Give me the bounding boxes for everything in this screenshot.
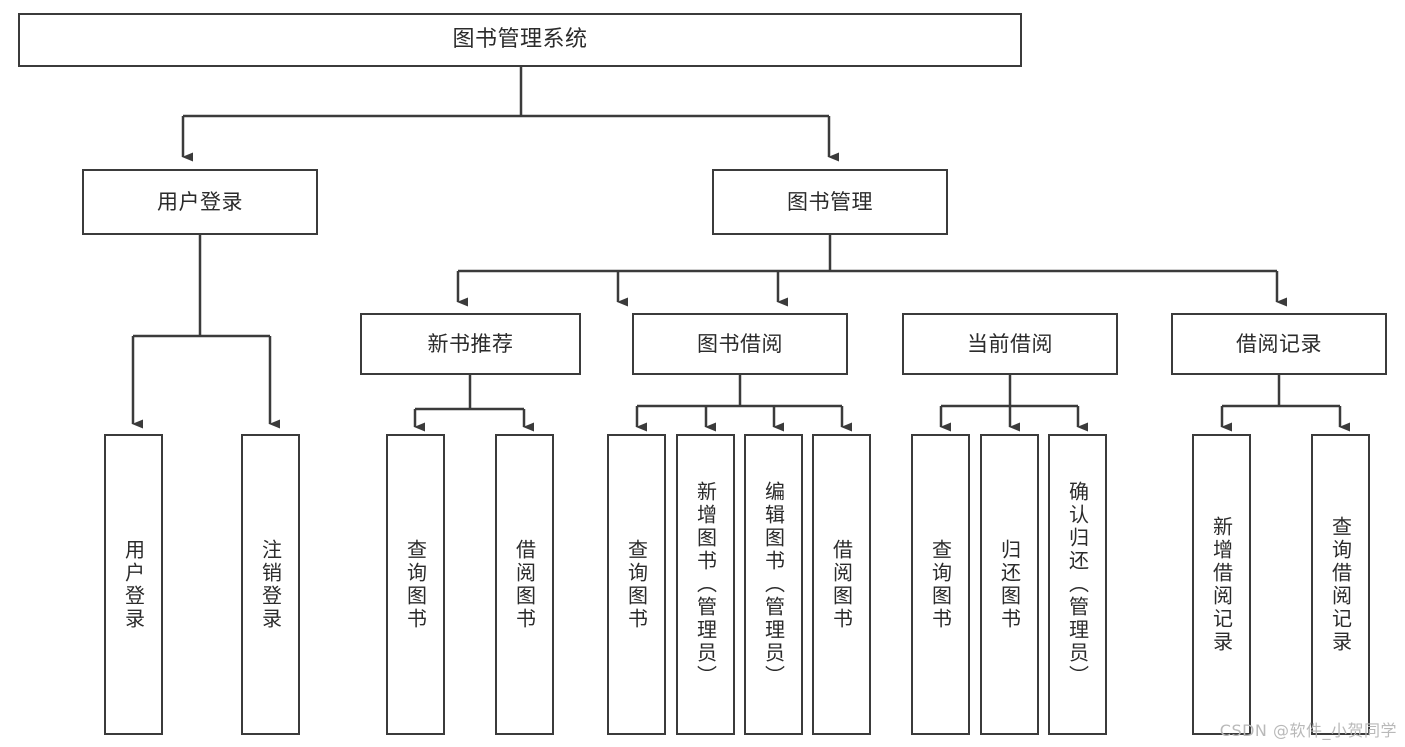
node-new-book-recommend[interactable]: 新书推荐 bbox=[360, 313, 581, 375]
node-leaf-user-login[interactable]: 用户登录 bbox=[104, 434, 163, 735]
node-label: 查询图书 bbox=[403, 538, 428, 631]
node-label: 注销登录 bbox=[258, 538, 283, 631]
node-current-borrow[interactable]: 当前借阅 bbox=[902, 313, 1118, 375]
node-book-management[interactable]: 图书管理 bbox=[712, 169, 948, 235]
edge-bookmanage-to-level3 bbox=[456, 233, 1287, 307]
node-leaf-user-logout[interactable]: 注销登录 bbox=[241, 434, 300, 735]
node-label: 图书借阅 bbox=[697, 331, 783, 356]
node-label: 用户登录 bbox=[157, 189, 243, 214]
node-root-book-management-system[interactable]: 图书管理系统 bbox=[18, 13, 1022, 67]
edge-bookborrow-to-leaves bbox=[635, 375, 852, 432]
node-label: 用户登录 bbox=[121, 538, 146, 631]
node-label: 查询图书 bbox=[928, 538, 953, 631]
node-label: 图书管理系统 bbox=[452, 27, 588, 53]
node-user-login[interactable]: 用户登录 bbox=[82, 169, 318, 235]
node-leaf-borrow-book-recommend[interactable]: 借阅图书 bbox=[495, 434, 554, 735]
node-label: 当前借阅 bbox=[967, 331, 1053, 356]
node-book-borrow[interactable]: 图书借阅 bbox=[632, 313, 848, 375]
node-label: 借阅记录 bbox=[1236, 331, 1322, 356]
edge-userlogin-to-leaves bbox=[131, 235, 280, 429]
node-leaf-confirm-return[interactable]: 确认归还（管理员） bbox=[1048, 434, 1107, 735]
node-leaf-borrow-book[interactable]: 借阅图书 bbox=[812, 434, 871, 735]
node-leaf-return-book[interactable]: 归还图书 bbox=[980, 434, 1039, 735]
node-leaf-edit-book[interactable]: 编辑图书（管理员） bbox=[744, 434, 803, 735]
node-leaf-add-borrow-record[interactable]: 新增借阅记录 bbox=[1192, 434, 1251, 735]
node-label: 归还图书 bbox=[997, 538, 1022, 631]
node-label: 查询图书 bbox=[624, 538, 649, 631]
node-leaf-query-book-borrow[interactable]: 查询图书 bbox=[607, 434, 666, 735]
node-label: 图书管理 bbox=[787, 189, 873, 214]
node-label: 借阅图书 bbox=[512, 538, 537, 631]
node-label: 确认归还（管理员） bbox=[1065, 481, 1090, 688]
node-label: 新增图书（管理员） bbox=[693, 481, 718, 688]
node-leaf-query-book-recommend[interactable]: 查询图书 bbox=[386, 434, 445, 735]
edge-newbook-to-leaves bbox=[413, 375, 534, 432]
node-leaf-add-book[interactable]: 新增图书（管理员） bbox=[676, 434, 735, 735]
edge-borrowrecord-to-leaves bbox=[1220, 375, 1350, 432]
node-leaf-query-borrow-record[interactable]: 查询借阅记录 bbox=[1311, 434, 1370, 735]
node-label: 编辑图书（管理员） bbox=[761, 481, 786, 688]
edge-root-to-level2 bbox=[181, 67, 839, 162]
node-leaf-query-book-current[interactable]: 查询图书 bbox=[911, 434, 970, 735]
node-label: 借阅图书 bbox=[829, 538, 854, 631]
node-label: 查询借阅记录 bbox=[1328, 515, 1353, 654]
node-label: 新书推荐 bbox=[427, 331, 514, 356]
node-label: 新增借阅记录 bbox=[1209, 515, 1234, 654]
node-borrow-record[interactable]: 借阅记录 bbox=[1171, 313, 1387, 375]
edge-currentborrow-to-leaves bbox=[939, 375, 1088, 432]
csdn-watermark: CSDN @软件_小贺同学 bbox=[1219, 721, 1397, 740]
